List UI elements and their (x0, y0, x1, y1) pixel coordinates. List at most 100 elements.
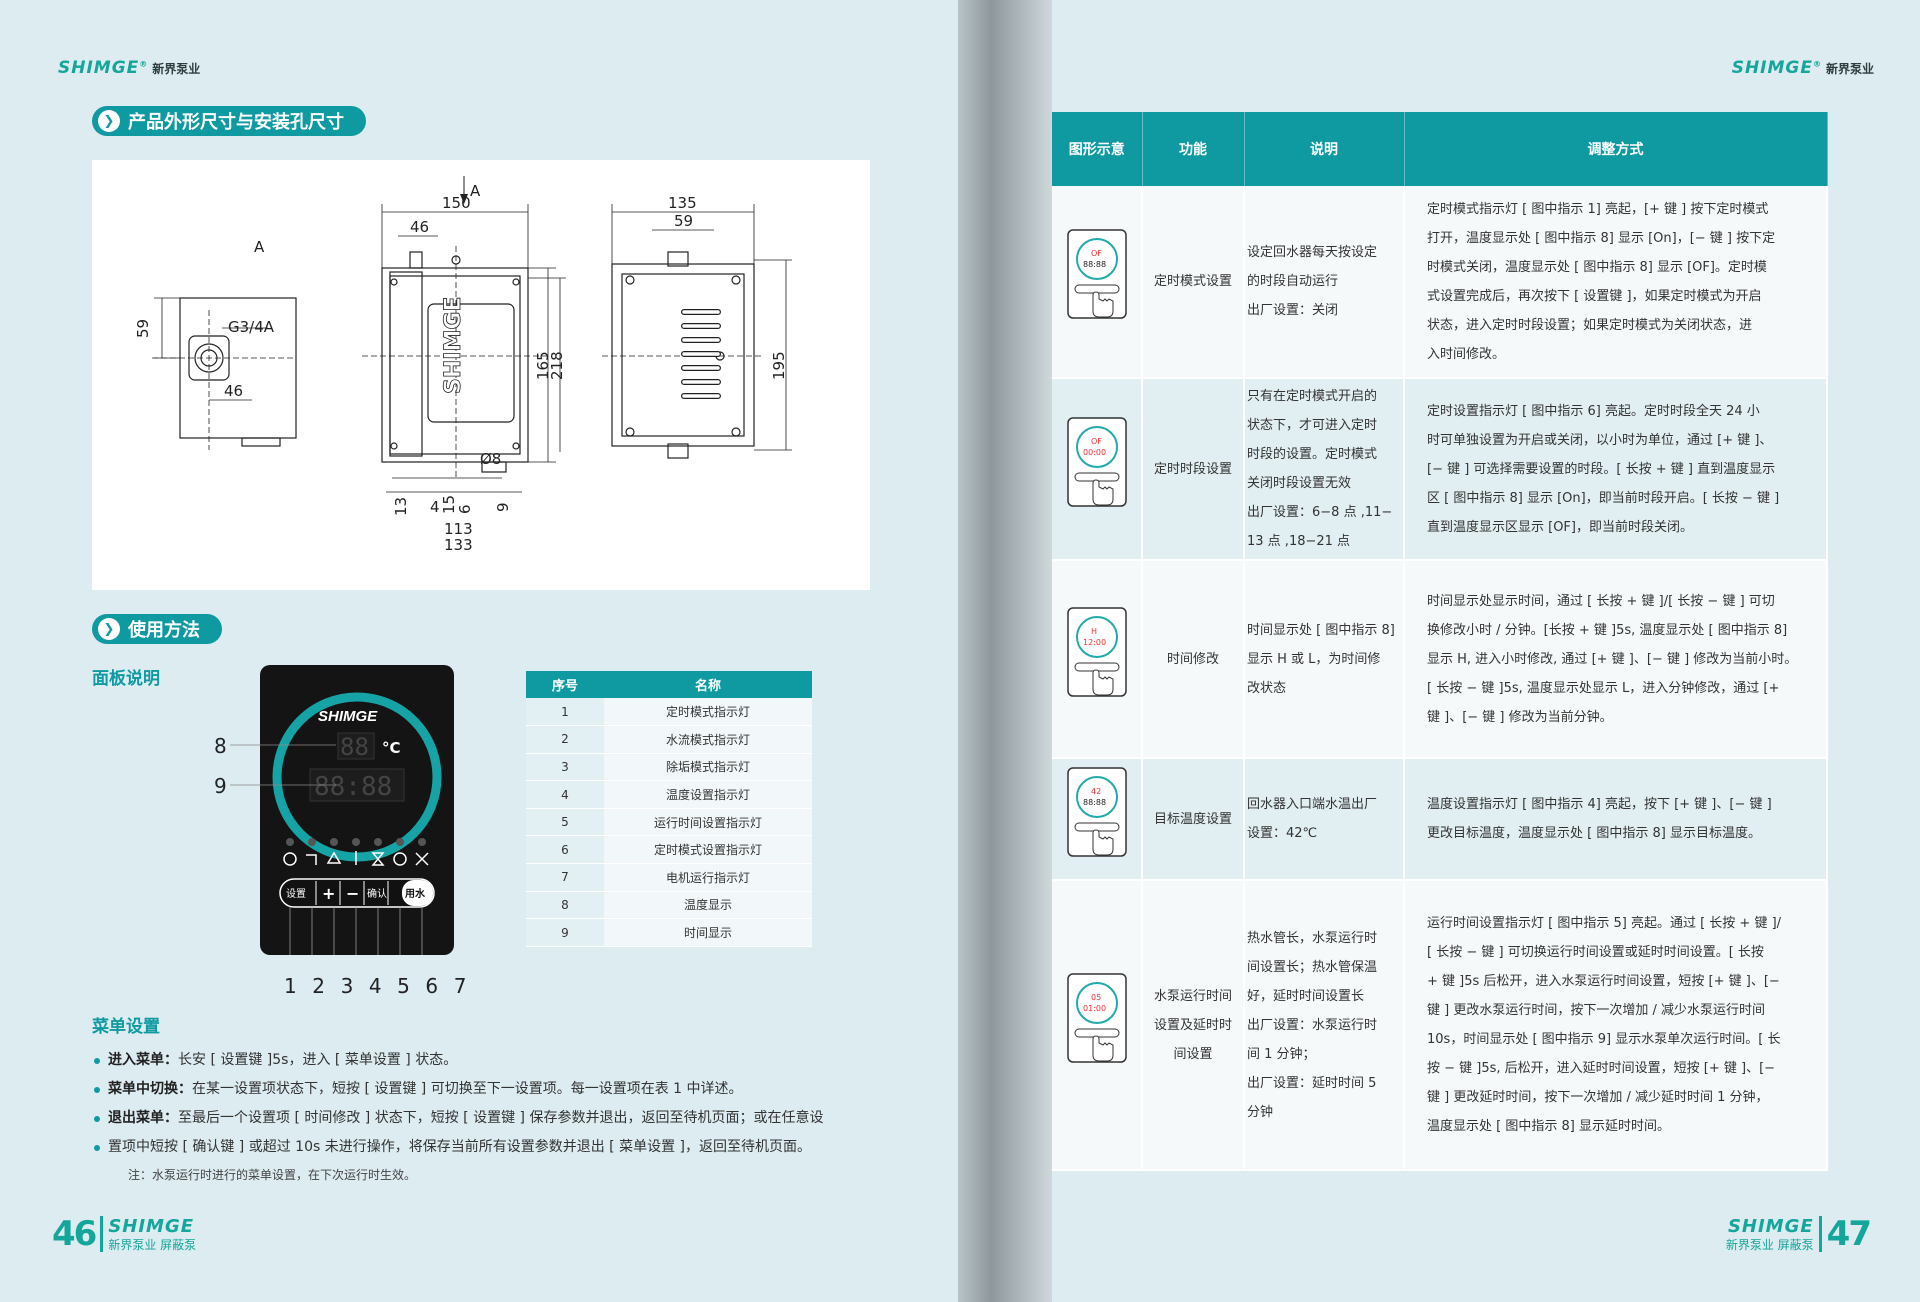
svg-text:设置: 设置 (286, 888, 306, 900)
adjustment-line: 键 ]、[− 键 ] 修改为当前分钟。 (1427, 709, 1613, 725)
chevron-right-icon: ❯ (98, 110, 120, 132)
control-panel-illustration: SHIMGE 88 °C 88:88 (260, 665, 454, 955)
description-line: 间设置长；热水管保温 (1247, 959, 1378, 975)
mini-temp-text: H (1091, 627, 1097, 636)
col-name: 名称 (604, 671, 812, 698)
svg-text:195: 195 (770, 351, 788, 380)
mini-temp-text: 05 (1091, 993, 1101, 1002)
svg-text:−: − (346, 884, 359, 903)
description-line: 状态下，才可进入定时 (1247, 418, 1378, 433)
book-spine (958, 0, 1052, 1302)
list-item: 退出菜单：至最后一个设置项 [ 时间修改 ] 状态下，短按 [ 设置键 ] 保存… (94, 1104, 898, 1133)
adjustment-cell: 定时设置指示灯 [ 图中指示 6] 亮起。定时时段全天 24 小时可单独设置为开… (1404, 378, 1828, 561)
callout-9: 9 (214, 774, 227, 798)
row-name: 时间显示 (604, 918, 812, 947)
description-line: 出厂设置：水泵运行时 (1247, 1017, 1378, 1033)
svg-text:G3/4A: G3/4A (228, 318, 275, 336)
mini-temp-text: OF (1091, 437, 1102, 446)
adjustment-line: 键 ] 更改水泵运行时间，按下一次增加 / 减少水泵运行时间 (1427, 1003, 1765, 1018)
adjustment-line: + 键 ]5s 后松开，进入水泵运行时间设置，短按 [+ 键 ]、[− (1427, 974, 1780, 989)
description-line: 出厂设置：6−8 点 ,11− (1247, 505, 1393, 520)
mini-panel-icon: H 12:00 (1066, 606, 1127, 697)
page-number-right: 47 (1826, 1214, 1872, 1254)
description-line: 时间显示处 [ 图中指示 8] (1247, 622, 1395, 638)
menu-item-title: 菜单中切换： (108, 1081, 192, 1097)
adjustment-line: 时可单独设置为开启或关闭，以小时为单位，通过 [+ 键 ]、 (1427, 432, 1773, 448)
svg-text:135: 135 (668, 194, 697, 212)
col-adjustment: 调整方式 (1404, 112, 1828, 186)
svg-text:150: 150 (442, 194, 471, 212)
row-index: 6 (526, 835, 604, 865)
adjustment-line: 更改目标温度，温度显示处 [ 图中指示 8] 显示目标温度。 (1427, 826, 1761, 841)
description-line: 回水器入口端水温出厂 (1247, 797, 1378, 812)
adjustment-line: 温度设置指示灯 [ 图中指示 4] 亮起，按下 [+ 键 ]、[− 键 ] (1427, 797, 1772, 812)
adjustment-line: 状态，进入定时时段设置；如果定时模式为关闭状态，进 (1427, 317, 1753, 333)
adjustment-line: 温度显示处 [ 图中指示 8] 显示延时时间。 (1427, 1119, 1670, 1134)
menu-item-text: 在某一设置项状态下，短按 [ 设置键 ] 可切换至下一设置项。每一设置项在表 1… (192, 1081, 743, 1097)
menu-item-title: 退出菜单： (108, 1110, 178, 1126)
footer-brand-en: SHIMGE (1727, 1215, 1814, 1237)
adjustment-line: 入时间修改。 (1427, 346, 1506, 362)
adjustment-line: 定时设置指示灯 [ 图中指示 6] 亮起。定时时段全天 24 小 (1427, 403, 1760, 419)
description-cell: 时间显示处 [ 图中指示 8]显示 H 或 L，为时间修改状态 (1244, 560, 1405, 759)
svg-text:A: A (470, 182, 481, 200)
adjustment-cell: 时间显示处显示时间，通过 [ 长按 + 键 ]/[ 长按 − 键 ] 可切换修改… (1404, 560, 1828, 759)
description-cell: 热水管长，水泵运行时间设置长；热水管保温好，延时时间设置长出厂设置：水泵运行时间… (1244, 880, 1405, 1171)
chevron-right-icon: ❯ (98, 618, 120, 640)
svg-text:46: 46 (224, 382, 243, 400)
svg-text:88:88: 88:88 (314, 772, 392, 802)
footer-brand-cn: 新界泵业 屏蔽泵 (1725, 1237, 1814, 1252)
adjustment-line: [ 长按 − 键 ]5s, 温度显示处显示 L，进入分钟修改，通过 [+ (1427, 680, 1780, 696)
function-cell: 定时模式设置 (1142, 186, 1245, 379)
row-index: 5 (526, 808, 604, 837)
description-line: 间 1 分钟； (1247, 1046, 1316, 1062)
callout-8: 8 (214, 734, 227, 758)
description-line: 设定回水器每天按设定 (1247, 245, 1378, 260)
row-index: 7 (526, 863, 604, 892)
mini-time-text: 88:88 (1083, 260, 1106, 269)
function-line: 间设置 (1173, 1046, 1213, 1062)
function-cell: 时间修改 (1142, 560, 1245, 759)
mini-time-text: 12:00 (1083, 638, 1106, 647)
description-line: 显示 H 或 L，为时间修 (1247, 651, 1381, 667)
adjustment-cell: 温度设置指示灯 [ 图中指示 4] 亮起，按下 [+ 键 ]、[− 键 ] 更改目… (1404, 758, 1828, 881)
description-line: 分钟 (1247, 1104, 1274, 1120)
footer-left: 46 SHIMGE 新界泵业 屏蔽泵 (52, 1214, 196, 1254)
svg-text:SHIMGE: SHIMGE (441, 297, 466, 394)
footer-brand-en: SHIMGE (108, 1215, 195, 1237)
adjustment-line: 时间显示处显示时间，通过 [ 长按 + 键 ]/[ 长按 − 键 ] 可切 (1427, 593, 1775, 609)
section-dimensions-title: ❯ 产品外形尺寸与安装孔尺寸 (92, 106, 366, 136)
menu-item-text: 长安 [ 设置键 ]5s，进入 [ 菜单设置 ] 状态。 (178, 1052, 458, 1068)
row-name: 水流模式指示灯 (604, 725, 812, 754)
adjustment-line: 时模式关闭，温度显示处 [ 图中指示 8] 显示 [OF]。定时模 (1427, 259, 1767, 275)
menu-item-text: 置项中短按 [ 确认键 ] 或超过 10s 未进行操作，将保存当前所有设置参数并… (108, 1139, 812, 1155)
mini-temp-text: 42 (1091, 787, 1101, 796)
description-line: 的时段自动运行 (1247, 274, 1339, 289)
menu-list: 进入菜单：长安 [ 设置键 ]5s，进入 [ 菜单设置 ] 状态。菜单中切换：在… (94, 1046, 898, 1162)
svg-text:165: 165 (534, 351, 552, 380)
adjustment-cell: 定时模式指示灯 [ 图中指示 1] 亮起，[+ 键 ] 按下定时模式打开，温度显… (1404, 186, 1828, 379)
svg-text:46: 46 (410, 218, 429, 236)
row-index: 3 (526, 753, 604, 782)
svg-text:+: + (322, 884, 335, 903)
header-brand-right: SHIMGE®新界泵业 (1731, 58, 1874, 78)
adjustment-line: 区 [ 图中指示 8] 显示 [On]，即当前时段开启。[ 长按 − 键 ] (1427, 490, 1780, 506)
menu-item-text: 至最后一个设置项 [ 时间修改 ] 状态下，短按 [ 设置键 ] 保存参数并退出… (178, 1110, 824, 1126)
adjustment-line: 10s，时间显示处 [ 图中指示 9] 显示水泵单次运行时间。[ 长 (1427, 1032, 1781, 1047)
row-name: 运行时间设置指示灯 (604, 808, 812, 837)
adjustment-line: 打开，温度显示处 [ 图中指示 8] 显示 [On]，[− 键 ] 按下定 (1427, 230, 1776, 246)
description-line: 只有在定时模式开启的 (1247, 389, 1378, 404)
